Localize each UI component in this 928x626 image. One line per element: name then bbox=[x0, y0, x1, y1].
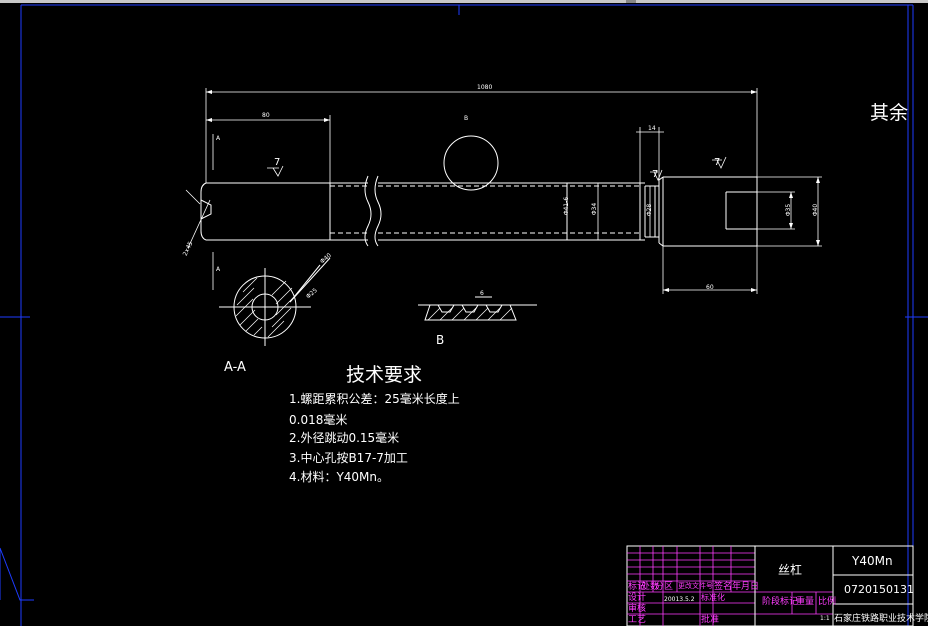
dim-dia-major: Φ41-6 bbox=[563, 196, 571, 216]
section-label: A-A bbox=[224, 360, 246, 375]
dim-right-segment: 60 bbox=[706, 284, 714, 291]
section-mark-a-bottom: A bbox=[216, 266, 221, 273]
roughness-note: 其余 bbox=[870, 102, 909, 124]
detail-label: B bbox=[436, 333, 445, 347]
material: Y40Mn bbox=[852, 554, 893, 568]
sheet-frame bbox=[0, 4, 928, 626]
dimension-arrows bbox=[206, 90, 820, 292]
dim-overall-length: 1080 bbox=[477, 84, 493, 91]
dim-dia-minor: Φ34 bbox=[591, 202, 599, 216]
shaft-outline bbox=[200, 135, 758, 247]
requirement-item: 2.外径跳动0.15毫米 bbox=[289, 431, 400, 445]
tb-header-change: 更改文件号 bbox=[678, 582, 713, 590]
detail-b-thread bbox=[418, 296, 537, 321]
dim-thread-pitch: 6 bbox=[480, 290, 484, 297]
detail-mark-b: B bbox=[464, 115, 469, 122]
dim-right-step: 14 bbox=[648, 125, 656, 132]
requirement-item: 0.018毫米 bbox=[289, 413, 348, 427]
roughness-value-3: 7 bbox=[714, 157, 721, 168]
dim-dia-right: Φ40 bbox=[812, 203, 820, 217]
tb-row-design: 设计 bbox=[628, 593, 647, 603]
tb-weight-label: 重量 bbox=[796, 597, 815, 607]
dimension-lines bbox=[185, 88, 822, 294]
dim-dia-end: Φ35 bbox=[785, 203, 793, 217]
requirement-item: 4.材料：Y40Mn。 bbox=[289, 470, 390, 484]
tb-row-approve: 批准 bbox=[701, 615, 720, 625]
section-a-a bbox=[219, 257, 331, 346]
tb-header-zone: 分区 bbox=[655, 582, 674, 592]
tb-school: 石家庄铁路职业技术学院 bbox=[834, 614, 928, 624]
requirement-item: 1.螺距累积公差：25毫米长度上 bbox=[289, 392, 460, 406]
dim-dia-neck: Φ28 bbox=[646, 203, 654, 217]
requirements-title: 技术要求 bbox=[346, 364, 423, 386]
tb-scale-label: 比例 bbox=[818, 597, 837, 607]
tb-scale-value: 1:1 bbox=[820, 615, 830, 622]
tb-header-mark: 标记 bbox=[628, 582, 647, 592]
cad-canvas[interactable] bbox=[0, 3, 928, 626]
roughness-value-1: 7 bbox=[274, 157, 281, 168]
dim-left-segment: 80 bbox=[262, 112, 270, 119]
part-name: 丝杠 bbox=[778, 563, 803, 577]
drawing-number: 0720150131 bbox=[844, 583, 914, 596]
tb-stage-label: 阶段标记 bbox=[762, 597, 799, 607]
title-block bbox=[626, 545, 914, 626]
tb-header-date: 年月日 bbox=[732, 582, 760, 592]
window-top-strip bbox=[0, 0, 928, 3]
scroll-knob[interactable] bbox=[626, 0, 636, 3]
section-mark-a-top: A bbox=[216, 135, 221, 142]
roughness-value-2: 7 bbox=[652, 169, 659, 180]
tb-row-process: 工艺 bbox=[628, 615, 647, 625]
tb-row-review: 审核 bbox=[628, 604, 647, 614]
requirement-item: 3.中心孔按B17-7加工 bbox=[289, 451, 408, 465]
tb-design-date: 20013.5.2 bbox=[664, 596, 695, 603]
tb-header-count: 处数 bbox=[641, 582, 660, 592]
tb-row-std: 标准化 bbox=[701, 593, 725, 602]
tb-header-sign: 签名 bbox=[714, 582, 733, 592]
